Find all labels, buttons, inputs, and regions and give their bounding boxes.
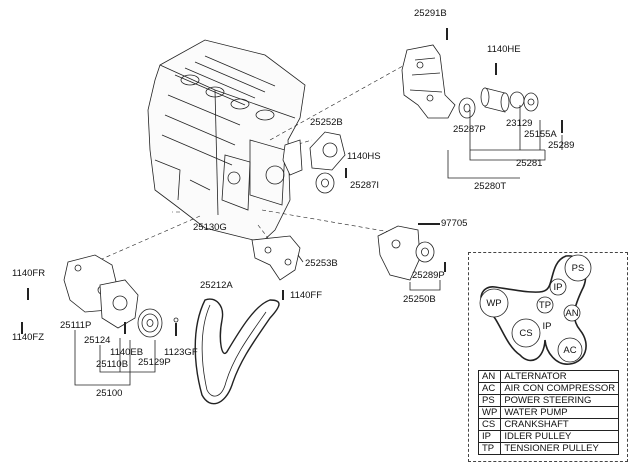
tensioner-assembly	[401, 28, 563, 179]
legend-code: AN	[477, 370, 502, 383]
part-label-25212A: 25212A	[200, 280, 233, 291]
bracket-25253B	[251, 235, 304, 300]
legend-code: IP	[477, 430, 502, 443]
part-label-25111P: 25111P	[60, 320, 92, 331]
part-label-23129: 23129	[506, 118, 533, 129]
part-label-25280T: 25280T	[474, 181, 507, 192]
part-label-1140EB: 1140EB	[110, 347, 144, 358]
belt-routing-diagram	[479, 254, 592, 365]
legend-code: TP	[477, 442, 502, 455]
legend-name: ALTERNATOR	[500, 370, 620, 383]
part-label-25124: 25124	[84, 335, 111, 346]
part-label-25287P: 25287P	[453, 124, 486, 135]
pulley-label-ip-lower: IP	[543, 321, 552, 332]
part-label-97705: 97705	[441, 218, 468, 229]
part-label-1140HS: 1140HS	[347, 151, 381, 162]
head-tensioner	[282, 131, 347, 194]
part-label-25289P: 25289P	[412, 270, 445, 281]
legend-name: CRANKSHAFT	[500, 418, 620, 431]
legend-name: AIR CON COMPRESSOR	[500, 382, 620, 395]
legend-code: WP	[477, 406, 502, 419]
legend-code: AC	[477, 382, 502, 395]
part-label-25130G: 25130G	[193, 222, 227, 233]
part-label-25250B: 25250B	[403, 294, 436, 305]
legend-name: WATER PUMP	[500, 406, 620, 419]
drive-belt	[194, 298, 280, 405]
pulley-label-ip-upper: IP	[554, 282, 563, 293]
water-pump-assembly	[21, 254, 179, 386]
part-label-25129P: 25129P	[138, 357, 171, 368]
part-label-25100: 25100	[96, 388, 123, 399]
pulley-label-cs: CS	[519, 328, 532, 339]
part-label-25291B: 25291B	[414, 8, 447, 19]
bracket-25250B	[377, 223, 446, 291]
part-label-1140FZ: 1140FZ	[12, 332, 45, 343]
pulley-label-ac: AC	[563, 345, 576, 356]
part-label-25281: 25281	[516, 158, 543, 169]
part-label-1140FR: 1140FR	[12, 268, 46, 279]
legend-name: IDLER PULLEY	[500, 430, 620, 443]
part-label-1123GF: 1123GF	[164, 347, 198, 358]
part-label-1140HE: 1140HE	[487, 44, 521, 55]
part-label-25253B: 25253B	[305, 258, 338, 269]
pulley-label-an: AN	[565, 308, 578, 319]
pulley-label-wp: WP	[486, 298, 501, 309]
legend-name: POWER STEERING	[500, 394, 620, 407]
pulley-label-tp: TP	[539, 300, 551, 311]
legend-code: PS	[477, 394, 502, 407]
legend-name: TENSIONER PULLEY	[500, 442, 620, 455]
part-label-25110B: 25110B	[96, 359, 129, 370]
part-label-25155A: 25155A	[524, 129, 557, 140]
belt-inset-frame	[468, 252, 628, 462]
part-label-25287I: 25287I	[350, 180, 380, 191]
part-label-1140FF: 1140FF	[290, 290, 323, 301]
part-label-25252B: 25252B	[310, 117, 343, 128]
part-label-25289: 25289	[548, 140, 575, 151]
engine-block-illustration	[147, 39, 306, 243]
pulley-label-ps: PS	[572, 263, 585, 274]
legend-code: CS	[477, 418, 502, 431]
